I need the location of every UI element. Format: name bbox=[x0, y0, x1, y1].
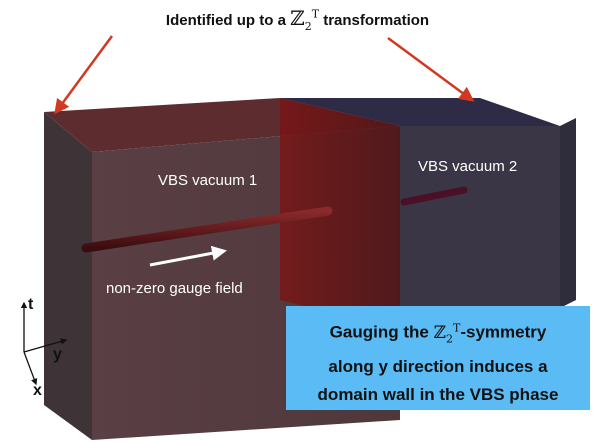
info-line1-prefix: Gauging the bbox=[329, 322, 429, 342]
axis-y-label: y bbox=[53, 346, 62, 363]
gauge-field-tube bbox=[81, 206, 333, 253]
info-line1-suffix: -symmetry bbox=[460, 322, 547, 342]
axis-x-arrow bbox=[23, 351, 38, 386]
info-box: Gauging the ℤ2T-symmetry along y directi… bbox=[286, 306, 590, 410]
box-left-face bbox=[44, 112, 92, 440]
vacuum2-label: VBS vacuum 2 bbox=[418, 158, 518, 175]
info-line-2: along y direction induces a bbox=[328, 357, 548, 377]
caption-math-sub: 2 bbox=[304, 20, 312, 33]
domain-wall bbox=[280, 98, 400, 330]
arrow-right-corner bbox=[387, 36, 475, 102]
axis-t-label: t bbox=[28, 296, 34, 313]
info-math-sup: T bbox=[452, 321, 461, 334]
box-top-face-right bbox=[280, 98, 560, 126]
gauge-direction-arrow bbox=[149, 245, 227, 267]
caption-math-letter: ℤ bbox=[290, 6, 305, 30]
gauge-field-tube-right bbox=[400, 186, 468, 206]
caption-prefix: Identified up to a bbox=[165, 12, 286, 29]
vacuum1-label: VBS vacuum 1 bbox=[158, 172, 258, 189]
gauge-field-label: non-zero gauge field bbox=[106, 280, 243, 297]
info-math-letter: ℤ bbox=[433, 322, 446, 343]
axis-x-label: x bbox=[33, 382, 42, 399]
box-right-face bbox=[560, 118, 576, 308]
info-math-symbol: ℤ2T bbox=[433, 321, 461, 346]
info-line-1: Gauging the ℤ2T-symmetry bbox=[286, 314, 590, 353]
info-line-3: domain wall in the VBS phase bbox=[317, 385, 559, 405]
top-caption: Identified up to a ℤ2T transformation bbox=[0, 6, 595, 33]
box-front-right bbox=[400, 126, 560, 322]
axis-y-arrow bbox=[23, 338, 68, 353]
caption-math-symbol: ℤ2T bbox=[290, 6, 320, 33]
info-math-sub: 2 bbox=[445, 332, 453, 346]
arrow-left-corner bbox=[54, 35, 114, 115]
caption-math-sup: T bbox=[311, 7, 320, 21]
caption-suffix: transformation bbox=[323, 12, 430, 29]
